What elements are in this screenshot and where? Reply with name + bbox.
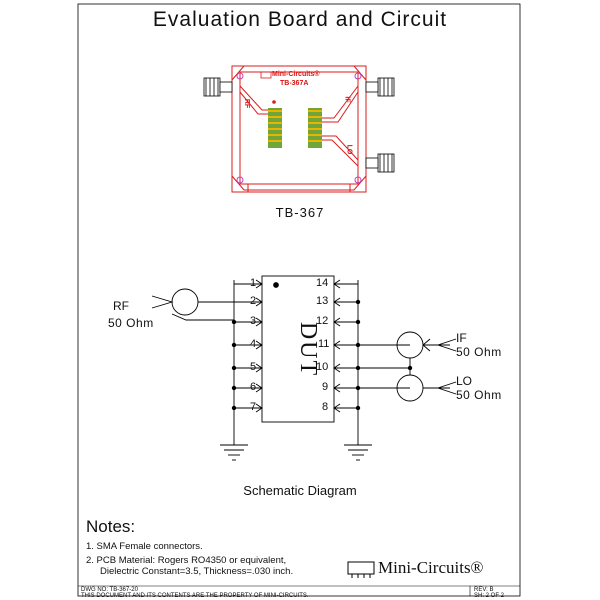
notes-title: Notes:	[86, 517, 136, 536]
board-part: TB-367A	[280, 80, 309, 87]
pin-label: 10	[316, 361, 329, 373]
footer-logo: Mini-Circuits®	[378, 558, 484, 577]
lo-port-symbol	[396, 368, 457, 402]
footer	[78, 585, 520, 596]
board-rf-label: RF	[243, 98, 251, 109]
schematic	[151, 275, 457, 461]
mounting-holes	[236, 72, 362, 184]
pin-label: 13	[316, 295, 329, 307]
pin-label: 9	[322, 381, 329, 393]
pin-label: 14	[316, 277, 329, 289]
board-bottom-edge	[247, 183, 351, 193]
rf-port-impedance: 50 Ohm	[108, 316, 154, 330]
rf-port-name: RF	[113, 299, 129, 313]
evaluation-board	[231, 65, 367, 193]
footer-sheet: SH: 2 OF 2	[474, 593, 505, 599]
if-port-symbol	[396, 331, 457, 368]
page-title: Evaluation Board and Circuit	[152, 8, 448, 31]
pin-label: 1	[250, 277, 257, 289]
schematic-caption: Schematic Diagram	[243, 483, 357, 498]
board-if-label: IF	[343, 96, 351, 103]
pin-label: 4	[250, 338, 257, 350]
pin-label: 8	[322, 401, 329, 413]
board-lo-label: LO	[345, 144, 353, 155]
pin-label: 5	[250, 361, 257, 373]
pin-label: 6	[250, 381, 257, 393]
footer-dwg-no: DWG NO: TB-367-20	[81, 587, 138, 593]
if-port-name: IF	[456, 331, 467, 345]
drawing-border	[77, 3, 521, 597]
lo-port-impedance: 50 Ohm	[456, 388, 502, 402]
pin-label: 11	[318, 338, 330, 350]
pin-label: 2	[250, 295, 257, 307]
left-pin-leads	[234, 279, 263, 413]
sma-connector-rf	[203, 77, 233, 97]
ic-body	[261, 275, 335, 423]
footer-property: THIS DOCUMENT AND ITS CONTENTS ARE THE P…	[81, 593, 309, 599]
footer-rev: REV: B	[474, 587, 494, 593]
board-corner	[353, 65, 367, 81]
lo-port-name: LO	[456, 374, 473, 388]
rf-port-symbol	[151, 288, 235, 322]
sma-connector-if	[365, 77, 395, 97]
board-corner-left	[231, 65, 245, 81]
ic-pin1-marker	[273, 282, 279, 288]
junction-dots	[231, 299, 413, 411]
pin-label: 7	[250, 401, 257, 413]
pin-label: 3	[250, 315, 257, 327]
if-port-impedance: 50 Ohm	[456, 345, 502, 359]
note-item: 2. PCB Material: Rogers RO4350 or equiva…	[86, 555, 287, 566]
board-logo-box	[260, 71, 272, 79]
board-label: TB-367	[275, 205, 325, 220]
logo-chip-icon	[347, 561, 375, 578]
board-brand: Mini-Circuits®	[272, 71, 320, 78]
note-item: Dielectric Constant=3.5, Thickness=.030 …	[100, 566, 294, 577]
pin1-dot	[272, 100, 276, 104]
ground-left	[220, 444, 248, 461]
board-bottom-bevel	[231, 175, 367, 191]
pin-label: 12	[316, 315, 329, 327]
board-traces	[239, 85, 359, 167]
note-item: 1. SMA Female connectors.	[86, 541, 203, 552]
pad-yellow-stripes	[268, 110, 322, 142]
sma-connector-lo	[365, 153, 395, 173]
ground-right	[344, 444, 372, 461]
right-pin-leads	[333, 279, 410, 413]
dut-label: DUT	[295, 321, 322, 378]
board-inner-outline	[239, 71, 359, 185]
